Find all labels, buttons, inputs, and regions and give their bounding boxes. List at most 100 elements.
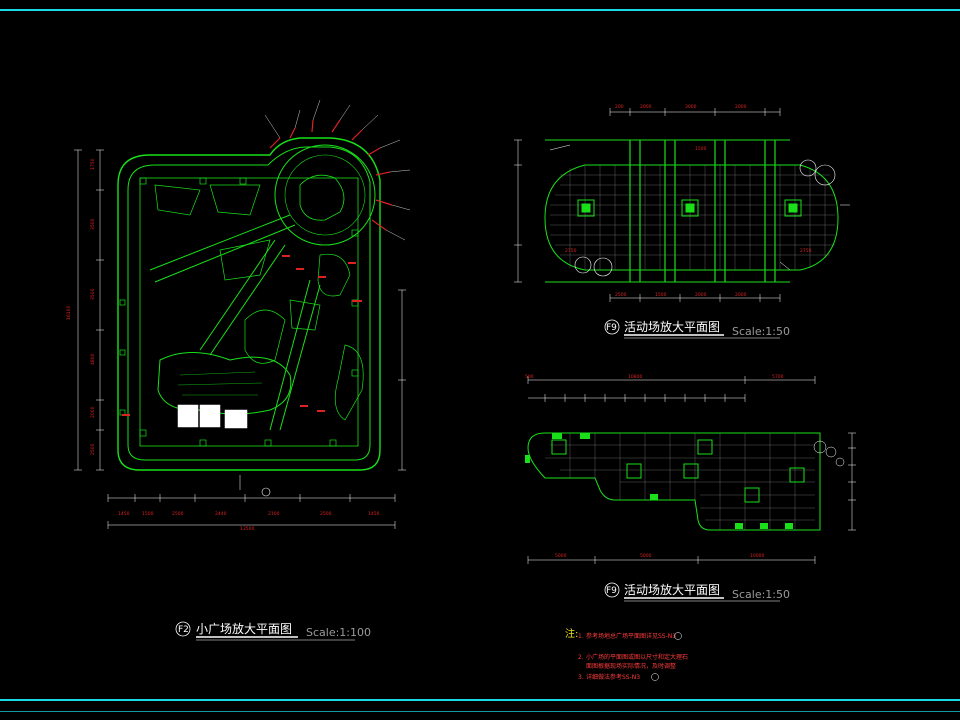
notes-block: 注: 1. 参考场地总广场平面图详见SS-N3 2. 小广场的平面图或图以尺寸和… <box>565 627 688 681</box>
svg-text:2750: 2750 <box>565 248 577 254</box>
svg-text:5000: 5000 <box>555 553 567 559</box>
svg-text:1450: 1450 <box>368 511 380 517</box>
note-1-text: 参考场地总广场平面图详见SS-N3 <box>586 632 676 640</box>
f9a-scale: Scale:1:50 <box>732 325 790 338</box>
pond-ripples <box>177 371 263 396</box>
f9a-dimensions <box>514 108 850 302</box>
f2-scale: Scale:1:100 <box>306 626 371 639</box>
f9a-outline <box>544 164 839 271</box>
f2-tag: F2 <box>178 625 189 635</box>
pavilion-pattern <box>299 174 345 221</box>
svg-text:2500: 2500 <box>615 292 627 298</box>
f9a-title: 活动场放大平面图 <box>624 319 720 334</box>
wall-columns <box>119 177 359 447</box>
building-3 <box>224 409 248 429</box>
svg-text:2000: 2000 <box>735 292 747 298</box>
pavilion-leader-lines <box>264 99 411 241</box>
planting-bed-4 <box>244 309 286 364</box>
plaza-outer-boundary <box>117 137 381 471</box>
building-1 <box>177 404 199 428</box>
svg-text:4800: 4800 <box>90 353 96 365</box>
svg-text:2000: 2000 <box>640 104 652 110</box>
planting-bed-1 <box>154 184 201 216</box>
svg-text:1500: 1500 <box>142 511 154 517</box>
bottom-frame-line <box>0 699 960 701</box>
diagonal-path-a <box>149 214 296 283</box>
plaza-wall <box>139 177 359 447</box>
note-1-num: 1. <box>578 633 584 640</box>
plan-f2 <box>117 99 411 471</box>
svg-text:2440: 2440 <box>215 511 227 517</box>
f9a-pergola-bars <box>629 140 776 282</box>
building-2 <box>199 404 221 428</box>
pavilion-circle <box>274 144 376 246</box>
svg-text:3500: 3500 <box>90 288 96 300</box>
planting-bed-6 <box>317 253 351 297</box>
pavilion-inner <box>284 154 366 236</box>
svg-text:16100: 16100 <box>66 306 72 320</box>
f9b-title-block: F9 活动场放大平面图 Scale:1:50 <box>604 582 790 602</box>
svg-text:13500: 13500 <box>240 526 254 532</box>
note-2b-text: 面图根据现场实际情况，及时调整 <box>586 662 676 670</box>
svg-text:2000: 2000 <box>90 406 96 418</box>
note-1-ref-icon <box>674 632 682 640</box>
f2-tag-circle <box>175 621 191 637</box>
f9a-trees <box>574 159 836 277</box>
f9b-scale: Scale:1:50 <box>732 588 790 601</box>
svg-text:1500: 1500 <box>655 292 667 298</box>
svg-text:2500: 2500 <box>320 511 332 517</box>
f9a-planters <box>577 199 802 217</box>
f9b-tag: F9 <box>606 586 617 596</box>
svg-text:200: 200 <box>615 104 624 110</box>
svg-text:5000: 5000 <box>640 553 652 559</box>
bottom-frame-line-2 <box>0 711 960 712</box>
f2-dimensions <box>74 149 406 529</box>
plan-f9-lower <box>525 432 845 531</box>
f9b-trees <box>813 440 845 467</box>
f9b-dimensions <box>527 376 856 564</box>
f9b-paving-grid <box>545 433 815 530</box>
svg-text:2750: 2750 <box>800 248 812 254</box>
f9a-title-block: F9 活动场放大平面图 Scale:1:50 <box>604 319 790 339</box>
planting-bed-3 <box>219 239 271 281</box>
f9b-bench-blocks <box>525 433 793 529</box>
svg-text:10800: 10800 <box>628 374 642 380</box>
note-3-num: 3. <box>578 674 584 681</box>
svg-text:2000: 2000 <box>695 292 707 298</box>
notes-heading: 注: <box>565 627 578 640</box>
svg-text:1450: 1450 <box>118 511 130 517</box>
svg-text:3000: 3000 <box>685 104 697 110</box>
diagonal-path-c <box>269 279 321 431</box>
f2-title-block: F2 小广场放大平面图 Scale:1:100 <box>175 621 371 641</box>
svg-text:1750: 1750 <box>90 158 96 170</box>
diagonal-path-b <box>199 239 286 356</box>
svg-text:2500: 2500 <box>172 511 184 517</box>
f9b-tag-circle <box>604 582 620 598</box>
svg-text:2000: 2000 <box>735 104 747 110</box>
f2-red-tags <box>122 255 362 416</box>
plaza-inner-boundary <box>127 146 371 461</box>
f9b-title: 活动场放大平面图 <box>624 582 720 597</box>
f9b-planters <box>551 439 805 503</box>
svg-text:10000: 10000 <box>750 553 764 559</box>
pavilion-annotations <box>269 119 393 231</box>
svg-text:3500: 3500 <box>90 218 96 230</box>
f9a-paving-grid <box>550 165 835 270</box>
note-2-text: 小广场的平面图或图以尺寸和定大理石 <box>586 653 688 661</box>
f9a-tag: F9 <box>606 323 617 333</box>
svg-text:2500: 2500 <box>90 443 96 455</box>
svg-text:5700: 5700 <box>772 374 784 380</box>
planting-bed-7 <box>334 344 364 421</box>
note-2-num: 2. <box>578 654 584 661</box>
note-3-text: 详细做法参考SS-N3 <box>586 673 640 681</box>
plan-f9-upper <box>544 139 839 283</box>
f9a-tag-circle <box>604 319 620 335</box>
f2-title: 小广场放大平面图 <box>196 621 292 636</box>
planting-bed-2 <box>209 184 261 216</box>
note-3-ref-icon <box>651 673 659 681</box>
f9b-outline <box>527 432 821 531</box>
